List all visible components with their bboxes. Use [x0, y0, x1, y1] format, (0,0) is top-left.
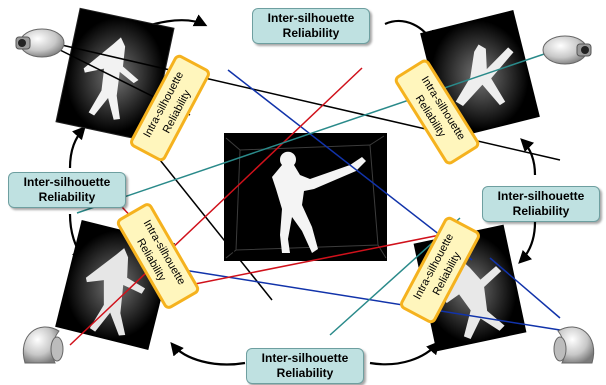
inter-label-line1: Inter-silhouette	[262, 351, 349, 365]
inter-label-left: Inter-silhouette Reliability	[8, 172, 126, 208]
camera-icon	[23, 327, 63, 363]
inter-label-line2: Reliability	[39, 190, 96, 204]
inter-label-line1: Inter-silhouette	[268, 11, 355, 25]
inter-label-line2: Reliability	[277, 366, 334, 380]
inter-label-right: Inter-silhouette Reliability	[482, 186, 600, 222]
inter-label-line1: Inter-silhouette	[24, 175, 111, 189]
camera-icon	[554, 327, 594, 363]
inter-label-line2: Reliability	[283, 26, 340, 40]
arrow-left-up	[70, 128, 84, 168]
inter-label-bottom: Inter-silhouette Reliability	[246, 348, 364, 384]
arrow-right-up	[522, 140, 535, 175]
camera-icon	[543, 36, 591, 64]
inter-label-line2: Reliability	[513, 204, 570, 218]
inter-label-top: Inter-silhouette Reliability	[252, 8, 370, 44]
central-visual-hull	[224, 133, 387, 261]
arrow-bottom-right	[370, 343, 438, 364]
inter-label-line1: Inter-silhouette	[498, 189, 585, 203]
camera-icon	[16, 29, 64, 57]
arrow-bottom-left	[172, 344, 245, 364]
arrow-right-down	[520, 222, 535, 262]
